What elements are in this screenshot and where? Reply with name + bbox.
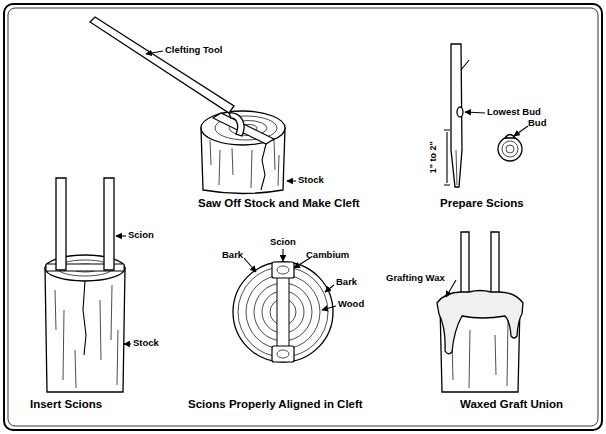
part-label: Clefting Tool bbox=[165, 45, 222, 56]
tool-blade bbox=[229, 113, 244, 136]
section-outline bbox=[498, 137, 522, 161]
step-caption: Scions Properly Aligned in Cleft bbox=[188, 398, 363, 411]
scion bbox=[56, 178, 66, 270]
leader-line bbox=[446, 280, 456, 297]
part-label: Bud bbox=[528, 118, 546, 129]
scion-section bbox=[272, 262, 294, 278]
bark-outline bbox=[233, 262, 333, 362]
leader-line bbox=[124, 343, 131, 344]
stock-top bbox=[201, 111, 285, 145]
bark-texture bbox=[452, 320, 508, 388]
scion bbox=[491, 232, 499, 300]
cleft-crack bbox=[261, 144, 266, 190]
leader-line bbox=[146, 51, 163, 54]
bark-texture bbox=[210, 140, 279, 188]
part-label: Stock bbox=[133, 338, 159, 349]
cleft bbox=[213, 113, 274, 144]
part-label: Bark bbox=[222, 250, 243, 261]
wedge-cut bbox=[456, 150, 457, 185]
scion-stick bbox=[444, 44, 469, 187]
part-label: Scion bbox=[270, 237, 296, 248]
cleft-crack bbox=[83, 281, 86, 355]
scion-ring bbox=[277, 350, 289, 358]
scion-ring bbox=[277, 266, 289, 274]
leader-line bbox=[116, 235, 126, 236]
growth-ring bbox=[506, 145, 514, 153]
dimension-line bbox=[444, 130, 450, 185]
inner-frame bbox=[8, 8, 598, 426]
step-caption: Saw Off Stock and Make Cleft bbox=[198, 197, 360, 210]
growth-ring bbox=[502, 141, 518, 157]
step-caption: Insert Scions bbox=[30, 398, 102, 411]
cleft-cross-section bbox=[233, 262, 333, 362]
leader-line bbox=[282, 249, 283, 261]
leader-line bbox=[325, 285, 334, 292]
part-label: Stock bbox=[298, 175, 324, 186]
leader-line bbox=[322, 306, 336, 310]
twig-stub bbox=[461, 60, 469, 70]
leader-line bbox=[287, 180, 296, 181]
step-caption: Prepare Scions bbox=[440, 197, 524, 210]
tool-handle bbox=[90, 17, 234, 113]
stock-with-scions bbox=[45, 178, 125, 392]
part-label: Bark bbox=[336, 277, 357, 288]
part-label: Wood bbox=[338, 299, 364, 310]
dimension-label: 1" to 2" bbox=[428, 141, 438, 173]
scion bbox=[461, 232, 469, 300]
leader-line bbox=[514, 126, 528, 136]
bud bbox=[505, 135, 515, 139]
scion-cross-section bbox=[498, 135, 522, 162]
part-label: Cambium bbox=[306, 250, 349, 261]
leader-line bbox=[465, 112, 485, 113]
scion-section bbox=[272, 346, 294, 362]
outer-frame bbox=[4, 4, 602, 430]
stock-body bbox=[45, 268, 125, 392]
scion bbox=[104, 178, 114, 270]
part-label: Lowest Bud bbox=[487, 107, 541, 118]
step-caption: Waxed Graft Union bbox=[460, 398, 563, 411]
waxed-stock bbox=[437, 232, 523, 392]
part-label: Scion bbox=[128, 230, 154, 241]
leader-line bbox=[244, 258, 256, 272]
part-label: Grafting Wax bbox=[386, 273, 445, 284]
grafting-wax bbox=[437, 291, 523, 354]
clefting-tool bbox=[90, 17, 244, 136]
scion bbox=[451, 44, 462, 187]
bud bbox=[457, 107, 463, 117]
bark-texture bbox=[55, 285, 118, 388]
stock-with-cleft bbox=[201, 111, 285, 194]
